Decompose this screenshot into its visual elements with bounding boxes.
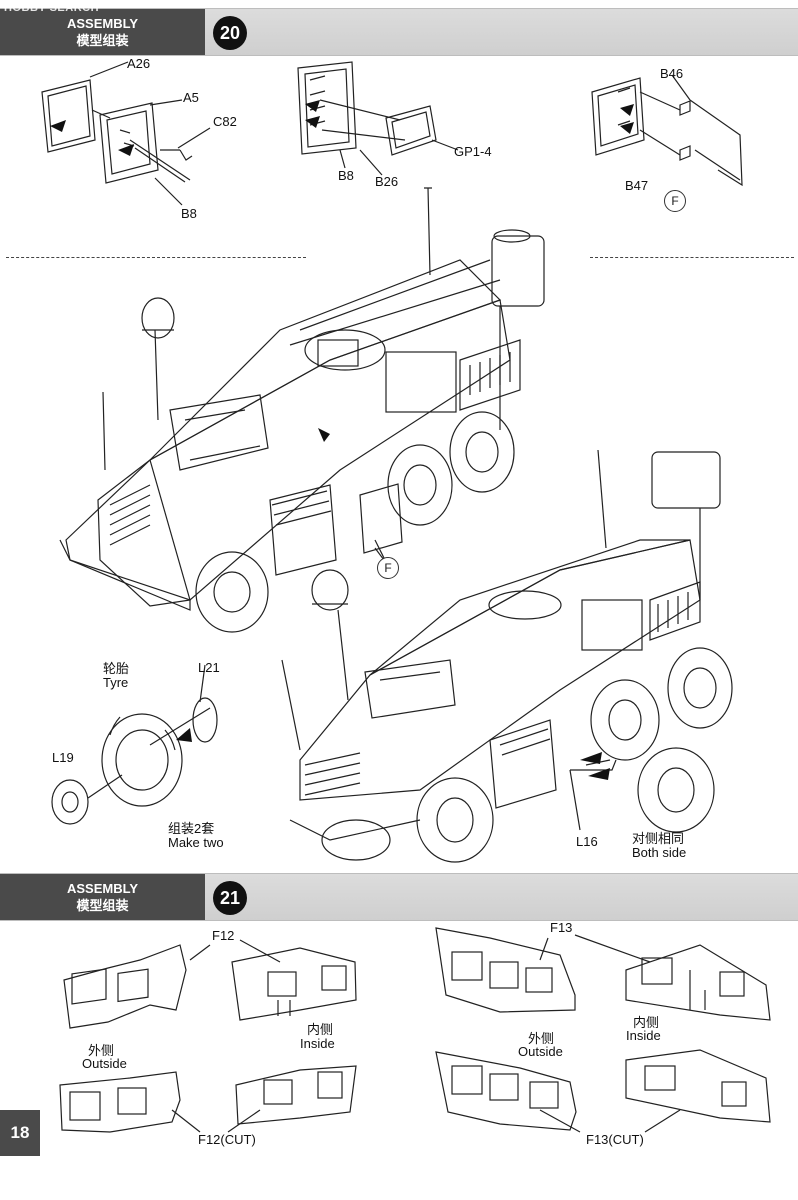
label-outside-cn-right: 外侧 xyxy=(528,1031,555,1046)
label-l16: L16 xyxy=(576,834,598,849)
marker-f-top: F xyxy=(664,190,686,212)
step-20-title-en: ASSEMBLY xyxy=(66,16,139,31)
truck-lower-illustration xyxy=(281,449,733,863)
step-20-title-block: ASSEMBLY 模型组装 xyxy=(0,9,205,55)
label-f13-cut: F13(CUT) xyxy=(586,1132,644,1147)
truck-upper-exhaust-box xyxy=(491,235,545,307)
part-side-shield xyxy=(591,77,645,156)
step-20-number: 20 xyxy=(213,16,247,50)
part-gp1-4 xyxy=(385,105,437,156)
marker-f-truck: F xyxy=(377,557,399,579)
label-gp1-4: GP1-4 xyxy=(454,144,492,159)
label-f12-cut: F12(CUT) xyxy=(198,1132,256,1147)
truck-upper-illustration xyxy=(59,187,545,633)
label-b8-left: B8 xyxy=(181,206,197,221)
step-21-number: 21 xyxy=(213,881,247,915)
step-21-title-cn: 模型组装 xyxy=(76,898,129,913)
tyre-assembly-illustration xyxy=(51,664,218,825)
page-number: 18 xyxy=(0,1110,40,1156)
label-both-side-cn: 对侧相同 xyxy=(632,831,685,846)
separator-left xyxy=(6,257,306,258)
watermark-logo: HOBBY SEARCH xyxy=(4,2,100,14)
step-21-title-block: ASSEMBLY 模型组装 xyxy=(0,874,205,920)
label-outside-en-left: Outside xyxy=(82,1056,127,1071)
step-21-panels xyxy=(59,927,771,1133)
label-c82: C82 xyxy=(213,114,237,129)
label-inside-cn-left: 内侧 xyxy=(307,1022,334,1037)
label-both-side-en: Both side xyxy=(632,845,687,860)
part-gun-shield xyxy=(297,61,357,155)
separator-right xyxy=(590,257,794,258)
label-inside-cn-right: 内侧 xyxy=(633,1015,660,1030)
truck-upper-front-wheel xyxy=(195,551,269,633)
label-inside-en-right: Inside xyxy=(626,1028,661,1043)
label-b26: B26 xyxy=(375,174,399,189)
label-b46: B46 xyxy=(660,66,684,81)
label-b47: B47 xyxy=(625,178,649,193)
label-make-two-en: Make two xyxy=(168,835,224,850)
label-tyre-en: Tyre xyxy=(103,675,129,690)
label-inside-en-left: Inside xyxy=(300,1036,335,1051)
label-make-two-cn: 组装2套 xyxy=(168,821,215,836)
label-b8-mid: B8 xyxy=(338,168,354,183)
truck-upper-side-shield xyxy=(359,483,403,554)
label-outside-cn-left: 外侧 xyxy=(88,1043,115,1058)
step-21-header: ASSEMBLY 模型组装 21 xyxy=(0,873,798,921)
step-21-title-en: ASSEMBLY xyxy=(66,881,139,896)
label-f12: F12 xyxy=(212,928,235,943)
label-a26: A26 xyxy=(127,56,151,71)
label-f13: F13 xyxy=(550,920,573,935)
label-l19: L19 xyxy=(52,750,74,765)
part-a26-panel xyxy=(41,79,96,153)
label-tyre-cn: 轮胎 xyxy=(103,661,130,676)
label-l21: L21 xyxy=(198,660,220,675)
part-a5-frame xyxy=(99,102,159,184)
label-outside-en-right: Outside xyxy=(518,1044,563,1059)
label-a5: A5 xyxy=(183,90,199,105)
truck-lower-exhaust-box xyxy=(651,451,721,509)
step-20-header: ASSEMBLY 模型组装 20 xyxy=(0,8,798,56)
truck-lower-front-wheel xyxy=(416,777,494,863)
step-20-title-cn: 模型组装 xyxy=(76,33,129,48)
